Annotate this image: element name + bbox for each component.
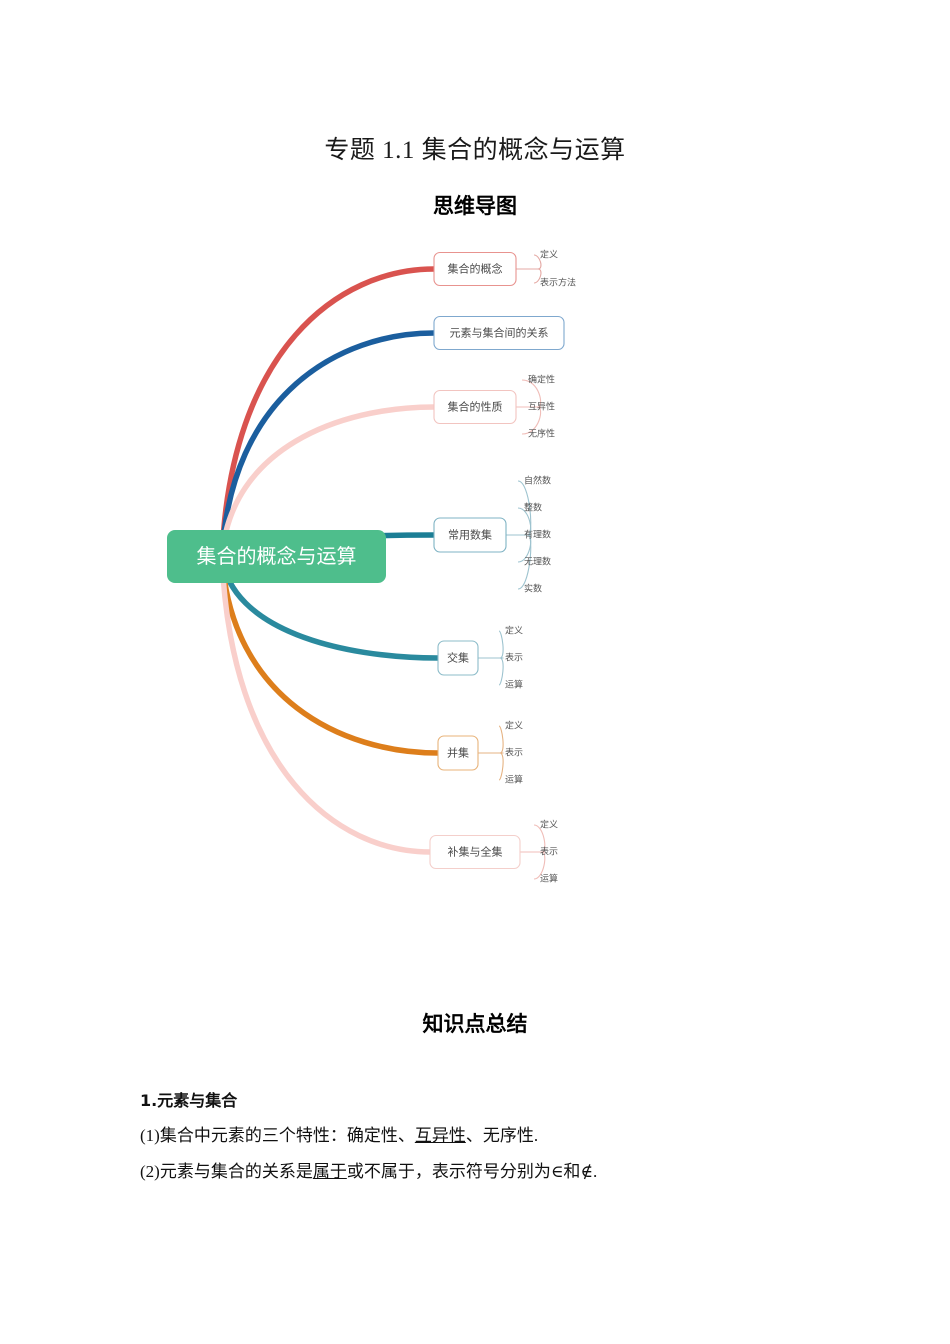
node-label: 并集 bbox=[447, 746, 469, 760]
node-box bbox=[433, 315, 565, 351]
mindmap-node[interactable]: 并集 bbox=[437, 735, 479, 771]
sub-connector bbox=[533, 851, 546, 880]
sub-connector bbox=[498, 630, 504, 659]
sub-connector bbox=[517, 534, 532, 590]
leaf-label[interactable]: 互异性 bbox=[528, 401, 555, 413]
node-label: 补集与全集 bbox=[448, 845, 503, 859]
sub-connector bbox=[521, 406, 542, 435]
sub-connector bbox=[533, 268, 542, 284]
leaf-label[interactable]: 运算 bbox=[540, 873, 558, 885]
summary-section-heading: 知识点总结 bbox=[422, 1012, 528, 1036]
node-label: 集合的性质 bbox=[448, 400, 503, 414]
node-box bbox=[433, 389, 517, 425]
branch-curve bbox=[219, 553, 441, 756]
mindmap-node[interactable]: 集合的概念 bbox=[433, 251, 517, 287]
sub-connector bbox=[533, 254, 542, 270]
kp2-suffix: 或不属于，表示符号分别为∈和∉. bbox=[346, 1162, 598, 1181]
sub-connector bbox=[521, 379, 542, 408]
kp1-prefix: (1)集合中元素的三个特性：确定性、 bbox=[140, 1126, 415, 1145]
branch-curve bbox=[219, 330, 437, 560]
kp2-prefix: (2)元素与集合的关系是 bbox=[140, 1162, 313, 1181]
node-label: 集合的概念 bbox=[448, 262, 503, 276]
knowledge-point-heading: 1.元素与集合 bbox=[140, 1091, 238, 1110]
branch-curve bbox=[219, 404, 437, 560]
leaf-label[interactable]: 整数 bbox=[524, 502, 542, 514]
branch-curve bbox=[219, 553, 433, 855]
leaf-label[interactable]: 定义 bbox=[505, 625, 523, 637]
sub-connector bbox=[533, 824, 546, 853]
root-node-box bbox=[167, 530, 386, 583]
branch-curves-group bbox=[219, 266, 441, 855]
mindmap-node[interactable]: 元素与集合间的关系 bbox=[433, 315, 565, 351]
node-label: 元素与集合间的关系 bbox=[450, 326, 549, 340]
leaf-label[interactable]: 表示 bbox=[505, 747, 523, 759]
sub-connector bbox=[498, 657, 504, 686]
mindmap-diagram: 集合的概念元素与集合间的关系集合的性质常用数集交集并集补集与全集 定义表示方法确… bbox=[0, 225, 950, 905]
sub-connector bbox=[517, 480, 532, 536]
knowledge-point-line-2: (2)元素与集合的关系是属于或不属于，表示符号分别为∈和∉. bbox=[140, 1163, 840, 1180]
leaf-label[interactable]: 运算 bbox=[505, 679, 523, 691]
knowledge-point-line-1: (1)集合中元素的三个特性：确定性、互异性、无序性. bbox=[140, 1127, 840, 1144]
leaf-label[interactable]: 定义 bbox=[540, 249, 558, 261]
branch-curve bbox=[219, 266, 437, 560]
sub-connector bbox=[498, 725, 504, 754]
leaf-label[interactable]: 定义 bbox=[540, 819, 558, 831]
mindmap-node[interactable]: 补集与全集 bbox=[429, 834, 521, 870]
leaf-label[interactable]: 表示 bbox=[505, 652, 523, 664]
mindmap-node[interactable]: 常用数集 bbox=[433, 517, 507, 553]
sub-connector bbox=[498, 752, 504, 781]
leaf-label[interactable]: 无理数 bbox=[524, 556, 551, 568]
leaf-label[interactable]: 有理数 bbox=[524, 529, 551, 541]
mindmap-node[interactable]: 交集 bbox=[437, 640, 479, 676]
leaf-label[interactable]: 表示方法 bbox=[540, 277, 576, 289]
node-box bbox=[433, 517, 507, 553]
kp1-underline: 互异性 bbox=[414, 1126, 466, 1145]
page-title: 专题 1.1 集合的概念与运算 bbox=[324, 137, 626, 164]
root-node-group[interactable]: 集合的概念与运算 bbox=[167, 530, 386, 583]
kp2-underline: 属于 bbox=[312, 1162, 347, 1181]
leaf-labels-group: 定义表示方法确定性互异性无序性自然数整数有理数无理数实数定义表示运算定义表示运算… bbox=[505, 249, 576, 885]
leaf-label[interactable]: 自然数 bbox=[524, 475, 551, 487]
leaf-label[interactable]: 运算 bbox=[505, 774, 523, 786]
mindmap-section-heading: 思维导图 bbox=[433, 194, 517, 218]
node-box bbox=[437, 735, 479, 771]
node-label: 常用数集 bbox=[448, 528, 492, 542]
node-box bbox=[433, 251, 517, 287]
leaf-label[interactable]: 无序性 bbox=[528, 428, 555, 440]
leaf-label[interactable]: 确定性 bbox=[528, 374, 555, 386]
node-box bbox=[429, 834, 521, 870]
leaf-label[interactable]: 实数 bbox=[524, 583, 542, 595]
sub-connector-group bbox=[478, 254, 546, 880]
leaf-label[interactable]: 定义 bbox=[505, 720, 523, 732]
sub-connector bbox=[517, 507, 532, 536]
node-label: 交集 bbox=[447, 651, 469, 665]
mindmap-node[interactable]: 集合的性质 bbox=[433, 389, 517, 425]
root-node-label: 集合的概念与运算 bbox=[197, 544, 357, 568]
kp1-suffix: 、无序性. bbox=[465, 1126, 539, 1145]
leaf-label[interactable]: 表示 bbox=[540, 846, 558, 858]
node-box bbox=[437, 640, 479, 676]
